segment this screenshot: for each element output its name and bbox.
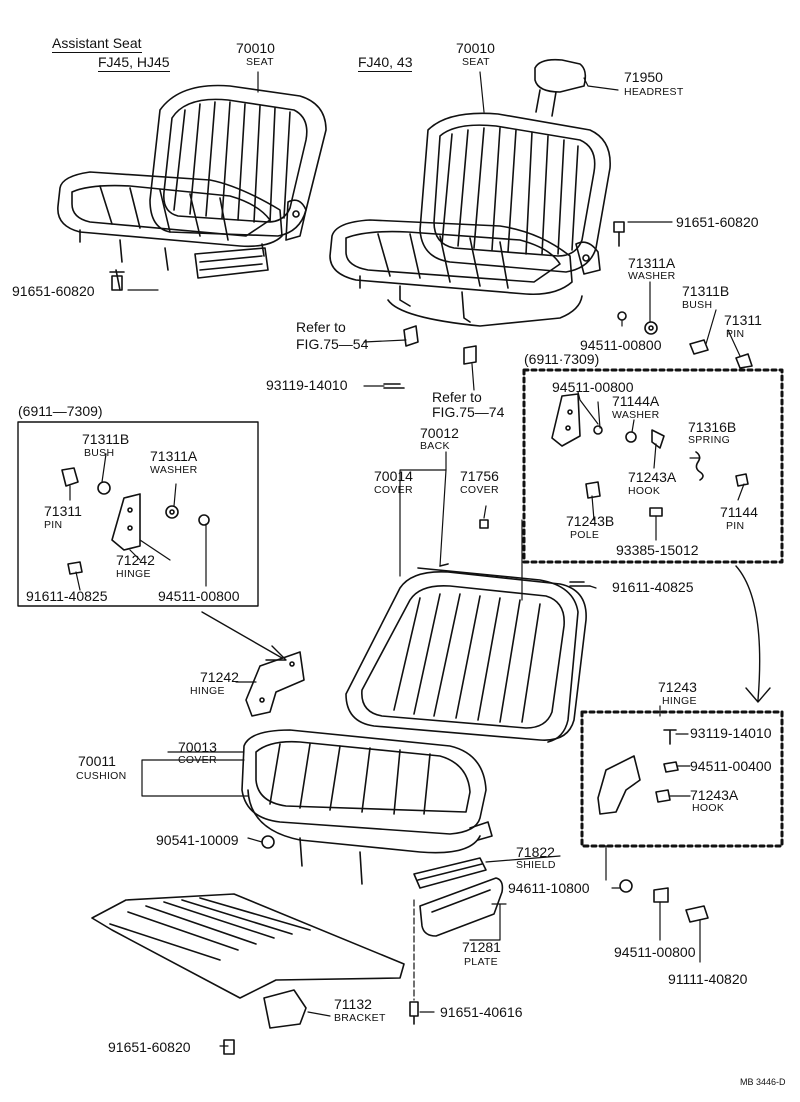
shield-plate-illustration <box>409 857 504 1025</box>
part-no-washer-71144a: 71144A <box>612 393 660 409</box>
part-no-cover-71756: 71756 <box>460 468 499 484</box>
part-name-washer-left: WASHER <box>150 464 198 476</box>
part-name-pin-left: PIN <box>44 519 63 531</box>
leader-lines <box>69 71 745 1047</box>
part-no-bolt-top-right: 91651-60820 <box>676 214 759 230</box>
left-detail-box <box>17 421 259 607</box>
seat-back-illustration <box>345 519 587 743</box>
model-label-fj45: FJ45, HJ45 <box>98 54 170 72</box>
part-no-washer-71311a-left: 71311A <box>150 448 198 464</box>
part-name-bracket: BRACKET <box>334 1012 386 1024</box>
part-name-cover-71756: COVER <box>460 484 499 496</box>
refer-fig-74-line1: Refer to <box>432 389 482 405</box>
part-name-hinge-left: HINGE <box>116 568 151 580</box>
part-name-hook-box: HOOK <box>692 802 725 814</box>
range-left-box: (6911—7309) <box>18 403 103 419</box>
part-no-pin-71311-left: 71311 <box>44 503 82 519</box>
arrow-right-to-hinge <box>735 565 771 703</box>
part-no-nut-94511-00400: 94511-00400 <box>690 758 772 774</box>
part-no-screw-93119-mid: 93119-14010 <box>266 377 348 393</box>
part-no-screw-93385: 93385-15012 <box>616 542 699 558</box>
right-detail-box-top <box>522 368 784 564</box>
part-name-seat-left: SEAT <box>246 56 274 68</box>
part-name-hook-top: HOOK <box>628 485 661 497</box>
hinge-71243-detail <box>597 729 709 923</box>
part-no-hinge-71243: 71243 <box>658 679 697 695</box>
range-right-box: (6911·7309) <box>524 351 600 367</box>
part-no-bolt-91651-bottom: 91651-60820 <box>108 1039 191 1055</box>
part-name-back: BACK <box>420 440 450 452</box>
part-no-hook-71243a-top: 71243A <box>628 469 677 485</box>
part-name-plate: PLATE <box>464 956 498 968</box>
seat-cushion-illustration <box>241 729 493 885</box>
part-name-hinge-71243: HINGE <box>662 695 697 707</box>
left-seat-illustration <box>57 84 327 291</box>
part-no-grommet-90541: 90541-10009 <box>156 832 239 848</box>
right-hinge-detail <box>551 393 749 587</box>
part-no-pin-71144: 71144 <box>720 504 758 520</box>
part-no-shield-71822: 71822 <box>516 844 555 860</box>
part-name-seat-right: SEAT <box>462 56 490 68</box>
part-no-bush-71311b-left: 71311B <box>82 431 130 447</box>
part-no-washer-71311a-right: 71311A <box>628 255 676 271</box>
part-no-pin-71311-right: 71311 <box>724 312 762 328</box>
seat-frame-illustration <box>91 893 405 1055</box>
refer-fig-54-line1: Refer to <box>296 319 346 335</box>
part-name-cover-70014: COVER <box>374 484 413 496</box>
part-no-nut-94511-a: 94511-00800 <box>580 337 662 353</box>
part-no-bolt-91111: 91111-40820 <box>668 971 748 987</box>
part-name-hinge-mid: HINGE <box>190 685 225 697</box>
part-no-bolt-91651-40616: 91651-40616 <box>440 1004 523 1020</box>
part-name-pole: POLE <box>570 529 600 541</box>
part-name-bush-right: BUSH <box>682 299 713 311</box>
part-no-bracket-71132: 71132 <box>334 996 372 1012</box>
part-no-nut-94511-b: 94511-00800 <box>552 379 634 395</box>
part-no-nut-94611: 94611-10800 <box>508 880 590 896</box>
part-no-back-70012: 70012 <box>420 425 459 441</box>
part-name-pin-right: PIN <box>726 328 745 340</box>
part-no-pole-71243b: 71243B <box>566 513 615 529</box>
part-no-headrest: 71950 <box>624 69 663 85</box>
part-no-seat-left: 70010 <box>236 40 275 56</box>
fastener-illustrations-top <box>383 221 753 389</box>
part-name-bush-left: BUSH <box>84 447 115 459</box>
part-no-bolt-91611-right: 91611-40825 <box>612 579 694 595</box>
part-no-plate-71281: 71281 <box>462 939 501 955</box>
part-name-cushion: CUSHION <box>76 770 127 782</box>
right-detail-box-bottom <box>580 710 784 848</box>
part-no-nut-94511-bottom: 94511-00800 <box>614 944 696 960</box>
part-name-pin-71144: PIN <box>726 520 745 532</box>
part-no-nut-94511-left: 94511-00800 <box>158 588 240 604</box>
part-no-hook-71243a-box: 71243A <box>690 787 739 803</box>
left-hinge-detail <box>61 467 210 575</box>
part-no-cover-70013: 70013 <box>178 739 217 755</box>
part-name-shield: SHIELD <box>516 859 556 871</box>
part-no-hinge-71242-left: 71242 <box>116 552 155 568</box>
refer-fig-74-line2: FIG.75—74 <box>432 404 505 420</box>
part-no-seat-right: 70010 <box>456 40 495 56</box>
diagram-code: MB 3446-D <box>740 1077 786 1087</box>
model-label-fj40: FJ40, 43 <box>358 54 413 72</box>
part-no-cushion-70011: 70011 <box>78 753 116 769</box>
hinge-71242-illustration <box>245 651 305 717</box>
part-no-screw-93119-box: 93119-14010 <box>690 725 772 741</box>
part-no-hinge-71242-mid: 71242 <box>200 669 239 685</box>
part-name-headrest: HEADREST <box>624 86 684 98</box>
part-name-washer-71144a: WASHER <box>612 409 660 421</box>
part-no-bolt-91611-left: 91611-40825 <box>26 588 108 604</box>
part-no-spring-71316b: 71316B <box>688 419 737 435</box>
part-name-cover-70013: COVER <box>178 754 217 766</box>
right-seat-illustration <box>329 58 611 327</box>
part-no-bush-71311b-right: 71311B <box>682 283 730 299</box>
arrow-left-to-hinge <box>201 611 287 661</box>
part-name-washer-right: WASHER <box>628 270 676 282</box>
assistant-seat-heading: Assistant Seat <box>52 35 142 53</box>
refer-fig-54-line2: FIG.75—54 <box>296 336 369 352</box>
part-name-spring: SPRING <box>688 434 731 446</box>
part-no-bolt-top-left: 91651-60820 <box>12 283 95 299</box>
part-no-cover-70014: 70014 <box>374 468 413 484</box>
